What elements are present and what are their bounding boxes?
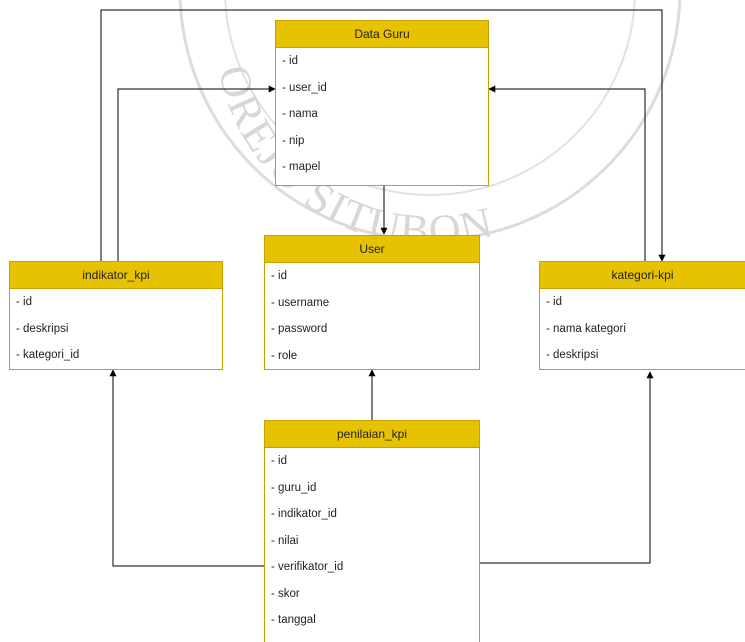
entity-field: - kategori_id [16, 349, 80, 361]
seal-inner-ring [224, 0, 636, 196]
entity-field: - id [282, 55, 298, 67]
entity-field: - id [16, 296, 32, 308]
entity-title: User [265, 236, 479, 263]
entity-data-guru: Data Guru - id - user_id - nama - nip - … [275, 20, 489, 186]
entity-title: penilaian_kpi [265, 421, 479, 448]
entity-title: Data Guru [276, 21, 488, 48]
entity-field: - nama [282, 108, 318, 120]
entity-title: kategori-kpi [540, 262, 745, 289]
entity-field: - deskripsi [16, 322, 69, 335]
entity-field: - verifikator_id [271, 561, 344, 573]
entity-title: indikator_kpi [10, 262, 222, 289]
entity-field: - id [546, 296, 562, 308]
entity-field: - tanggal [271, 614, 316, 626]
entity-field: - indikator_id [271, 508, 337, 520]
entity-field: - skor [271, 587, 300, 600]
entity-field: - mapel [282, 161, 321, 173]
entity-penilaian-kpi: penilaian_kpi - id - guru_id - indikator… [264, 420, 480, 642]
entity-field: - id [271, 270, 287, 282]
entity-user: User - id - username - password - role [264, 235, 480, 370]
entity-field: - password [271, 323, 328, 335]
entity-field: - nip [282, 134, 305, 147]
connector-kategori-to-data-guru [488, 85, 646, 261]
entity-field: - deskripsi [546, 349, 599, 361]
entity-indikator-kpi: indikator_kpi - id - deskripsi - kategor… [9, 261, 223, 370]
entity-field: - id [271, 455, 287, 467]
entity-field: - nilai [271, 534, 299, 547]
entity-kategori-kpi: kategori-kpi - id - nama kategori - desk… [539, 261, 745, 370]
connector-penilaian-to-kategori [480, 371, 654, 564]
connector-penilaian-to-indikator [109, 369, 264, 567]
entity-field: - nama kategori [546, 322, 626, 335]
entity-field: - user_id [282, 81, 327, 94]
entity-field: - username [271, 296, 330, 309]
entity-field: - guru_id [271, 481, 317, 494]
connector-indikator-to-data-guru [117, 85, 276, 261]
connector-indikator-to-kategori [100, 9, 666, 262]
entity-field: - role [271, 349, 298, 362]
